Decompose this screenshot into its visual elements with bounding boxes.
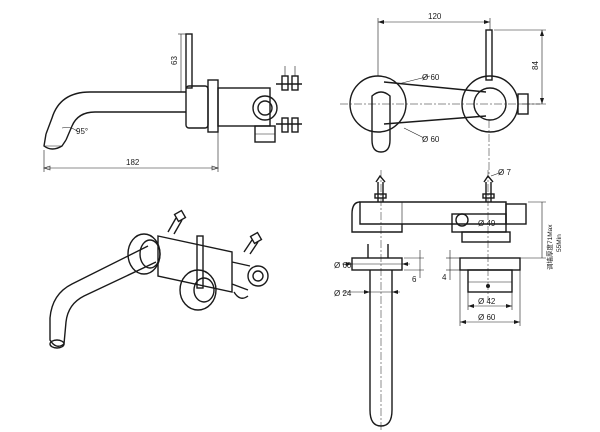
spout-iso: [49, 245, 157, 347]
wall-plate-side: [185, 85, 209, 129]
section-bracket-left: [374, 174, 387, 202]
wall-thickness-note-2: 55Min: [556, 234, 563, 252]
wall-thickness-note-1: 调墙厚度71Max: [545, 224, 554, 270]
side-view: 63 182 95°: [43, 33, 302, 172]
handle-lever-front: [485, 29, 493, 81]
section-view: Ø 7 Ø 49 Ø 60 6 Ø 24 4 Ø 42 Ø 60: [334, 168, 563, 432]
spout-front: [371, 91, 391, 153]
valve-body-side: [217, 87, 271, 127]
dim-120: 120: [428, 12, 442, 21]
dim-84: 84: [531, 61, 540, 70]
valve-escutcheon-section: [467, 269, 513, 293]
spout-tip: [43, 133, 67, 150]
handle-lever-iso: [196, 235, 204, 289]
dim-63: 63: [170, 56, 179, 65]
front-view: 120 84 Ø 60 Ø 60: [340, 12, 546, 174]
bracket-iso-right: [243, 231, 263, 255]
dim-dia24: Ø 24: [334, 289, 352, 298]
bracket-lower: [276, 117, 302, 133]
spout-outline: [45, 91, 186, 141]
dim-dia60-lower: Ø 60: [422, 135, 440, 144]
dim-95-angle: 95°: [76, 127, 88, 136]
section-bracket-right: [482, 174, 495, 202]
dim-dia60-upper: Ø 60: [422, 73, 440, 82]
dim-dia49: Ø 49: [478, 219, 496, 228]
valve-plate-iso: [179, 269, 217, 311]
dim-182: 182: [126, 158, 140, 167]
dim-dia60-bottom: Ø 60: [478, 313, 496, 322]
handle-lever-side: [185, 33, 193, 89]
dim-dia7: Ø 7: [498, 168, 511, 177]
dim-4: 4: [442, 273, 447, 282]
dim-6: 6: [412, 275, 417, 284]
iso-view: [49, 209, 269, 349]
dim-dia42: Ø 42: [478, 297, 496, 306]
dim-dia60-plate: Ø 60: [334, 261, 352, 270]
bracket-iso-left: [167, 209, 187, 235]
bracket-upper: [276, 66, 302, 91]
